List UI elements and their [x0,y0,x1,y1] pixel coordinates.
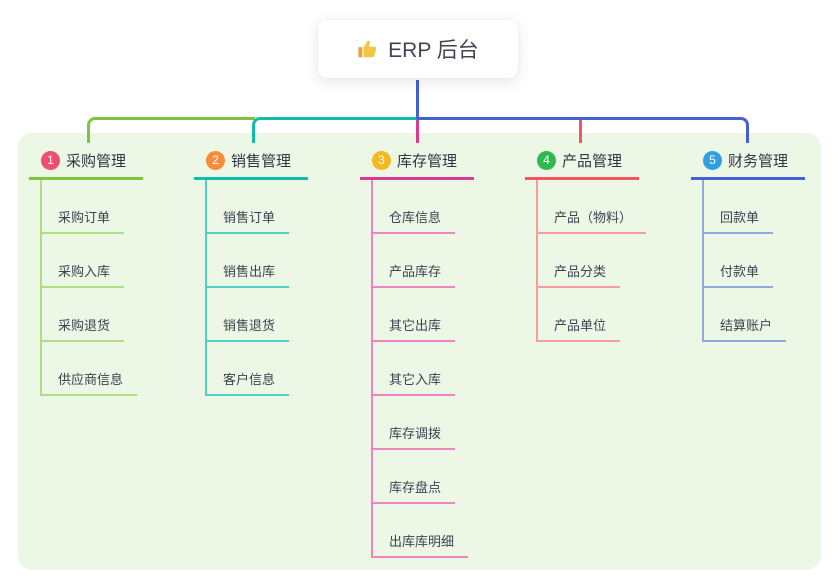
child-row: 回款单 [704,180,786,234]
child-node[interactable]: 采购订单 [42,207,125,234]
branch-label: 销售管理 [231,152,292,170]
branch-label: 库存管理 [397,152,458,170]
child-row: 采购入库 [42,234,137,288]
branch-children: 仓库信息 产品库存 其它出库 其它入库 库存调拨 库存盘点 出库库明细 [371,180,469,558]
branch-title-product[interactable]: 4 产品管理 [525,143,640,180]
branch-children: 产品（物料） 产品分类 产品单位 [536,180,647,342]
child-node[interactable]: 客户信息 [207,369,290,396]
child-node[interactable]: 供应商信息 [42,369,138,396]
badge-2: 2 [206,150,225,170]
child-node[interactable]: 产品单位 [538,315,621,342]
child-node[interactable]: 库存盘点 [373,477,456,504]
badge-3: 3 [372,150,391,170]
branch-label: 采购管理 [66,152,127,170]
badge-4: 4 [537,150,556,170]
child-node[interactable]: 回款单 [704,207,774,234]
child-row: 产品（物料） [538,180,647,234]
branch-title-sales[interactable]: 2 销售管理 [194,143,309,180]
branch-children: 回款单 付款单 结算账户 [702,180,787,342]
branch-sales: 2 销售管理 销售订单 销售出库 销售退货 客户信息 [194,143,309,396]
child-row: 客户信息 [207,342,290,396]
branch-title-inventory[interactable]: 3 库存管理 [360,143,475,180]
branch-label: 产品管理 [562,152,623,170]
child-row: 库存调拨 [373,396,468,450]
child-node[interactable]: 库存调拨 [373,423,456,450]
root-node[interactable]: ERP 后台 [318,20,518,78]
branch-label: 财务管理 [728,152,789,170]
child-row: 其它入库 [373,342,468,396]
connector-branch-5 [417,117,749,143]
child-node[interactable]: 其它出库 [373,315,456,342]
connector-branch-4 [579,120,582,143]
child-node[interactable]: 销售订单 [207,207,290,234]
child-row: 结算账户 [704,288,787,342]
connector-branch-2 [252,117,419,143]
child-row: 其它出库 [373,288,468,342]
child-node[interactable]: 结算账户 [704,315,787,342]
connector-root-stem [416,80,419,119]
branch-children: 采购订单 采购入库 采购退货 供应商信息 [40,180,138,396]
child-row: 产品库存 [373,234,468,288]
child-row: 采购退货 [42,288,137,342]
badge-1: 1 [41,150,60,170]
child-node[interactable]: 产品（物料） [538,207,647,234]
branch-title-finance[interactable]: 5 财务管理 [691,143,806,180]
child-node[interactable]: 仓库信息 [373,207,456,234]
root-label: ERP 后台 [388,39,479,62]
child-row: 供应商信息 [42,342,138,396]
child-row: 采购订单 [42,180,137,234]
thumbs-up-icon [358,40,377,58]
connector-branch-3 [416,120,419,143]
child-row: 库存盘点 [373,450,468,504]
child-node[interactable]: 销售出库 [207,261,290,288]
child-row: 销售退货 [207,288,290,342]
child-node[interactable]: 其它入库 [373,369,456,396]
branch-title-procurement[interactable]: 1 采购管理 [29,143,144,180]
badge-5: 5 [703,150,722,170]
connector-branch-1 [87,117,255,143]
child-node[interactable]: 采购入库 [42,261,125,288]
child-node[interactable]: 付款单 [704,261,774,288]
child-node[interactable]: 出库库明细 [373,531,469,558]
child-row: 产品分类 [538,234,646,288]
mindmap-panel [18,133,821,570]
child-row: 销售出库 [207,234,290,288]
child-row: 销售订单 [207,180,290,234]
child-node[interactable]: 产品库存 [373,261,456,288]
branch-product: 4 产品管理 产品（物料） 产品分类 产品单位 [525,143,647,342]
branch-procurement: 1 采购管理 采购订单 采购入库 采购退货 供应商信息 [29,143,144,396]
branch-children: 销售订单 销售出库 销售退货 客户信息 [205,180,290,396]
child-row: 出库库明细 [373,504,469,558]
child-row: 付款单 [704,234,786,288]
branch-inventory: 3 库存管理 仓库信息 产品库存 其它出库 其它入库 库存调拨 库存盘点 出库库… [360,143,475,558]
branch-finance: 5 财务管理 回款单 付款单 结算账户 [691,143,806,342]
child-node[interactable]: 采购退货 [42,315,125,342]
child-row: 仓库信息 [373,180,468,234]
child-row: 产品单位 [538,288,646,342]
child-node[interactable]: 产品分类 [538,261,621,288]
child-node[interactable]: 销售退货 [207,315,290,342]
